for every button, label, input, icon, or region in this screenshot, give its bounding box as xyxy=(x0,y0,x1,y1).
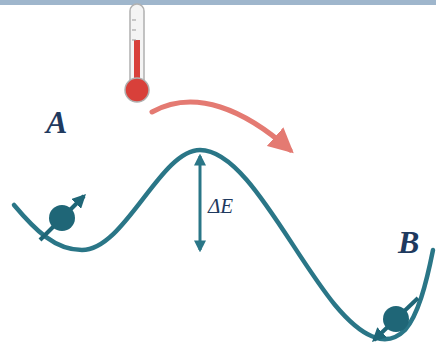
well-label: A xyxy=(46,106,67,138)
hop-arrow xyxy=(152,102,290,150)
well-label: ΔE xyxy=(208,196,233,217)
top-band xyxy=(0,0,436,5)
spin-b xyxy=(374,298,418,340)
barrier-arrow xyxy=(199,156,202,250)
well-label: B xyxy=(398,226,419,258)
energy-curve xyxy=(14,150,433,339)
spin-a xyxy=(40,196,84,240)
thermometer xyxy=(125,4,149,102)
